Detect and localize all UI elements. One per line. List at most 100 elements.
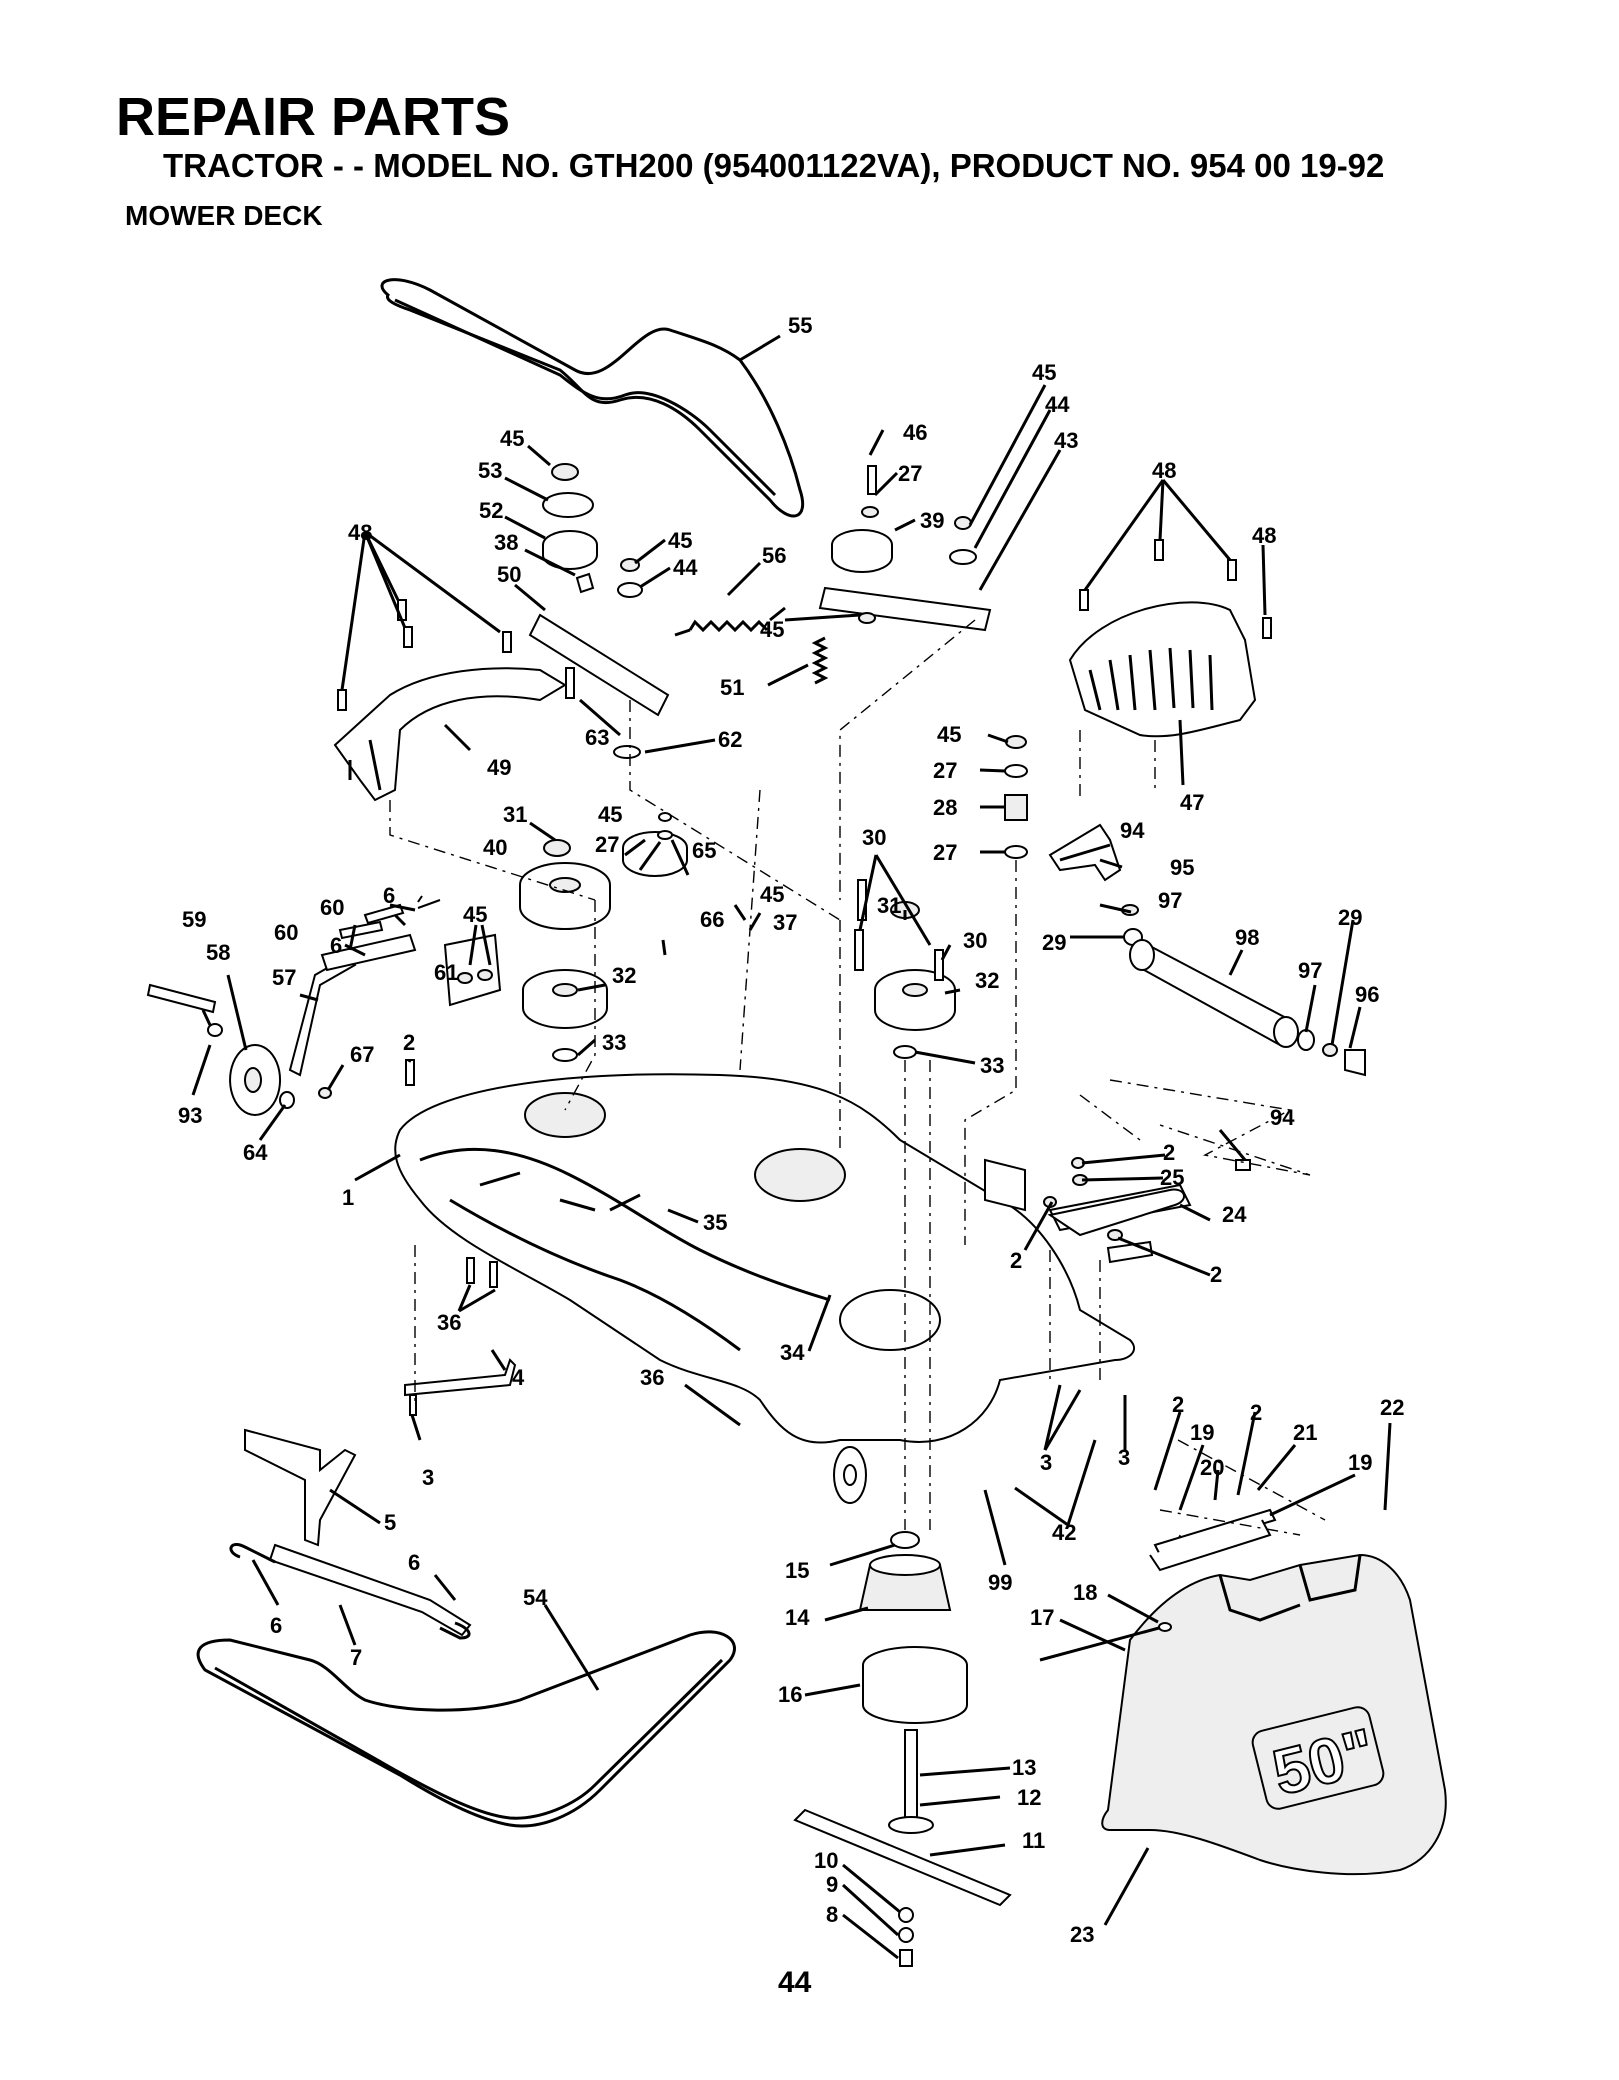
bracket-24 [1047,1188,1185,1237]
callout-45: 45 [1032,360,1056,385]
callout-93: 93 [178,1103,202,1128]
callout-97: 97 [1158,888,1182,913]
callout-7: 7 [350,1645,362,1670]
callout-27: 27 [933,758,957,783]
callout-36: 36 [437,1310,461,1335]
callout-35: 35 [703,1210,727,1235]
callout-61: 61 [434,960,458,985]
callout-60: 60 [274,920,298,945]
callout-3: 3 [422,1465,434,1490]
callout-45: 45 [463,902,487,927]
callout-64: 64 [243,1140,268,1165]
callout-15: 15 [785,1558,809,1583]
callout-98: 98 [1235,925,1259,950]
callout-67: 67 [350,1042,374,1067]
spacer-28 [1004,794,1028,821]
callout-44: 44 [1045,392,1070,417]
callout-50: 50 [497,562,521,587]
callout-54: 54 [523,1585,548,1610]
callout-2: 2 [1163,1140,1175,1165]
callout-2: 2 [1210,1262,1222,1287]
callout-29: 29 [1042,930,1066,955]
callout-31: 31 [877,893,901,918]
callout-31: 31 [503,802,527,827]
idler-arm-43 [818,586,992,632]
callout-16: 16 [778,1682,802,1707]
callout-45: 45 [760,882,784,907]
callout-5: 5 [384,1510,396,1535]
callout-65: 65 [692,838,716,863]
idler-arm-50 [528,613,670,717]
belt-guard-47 [1068,601,1257,738]
callout-1: 1 [342,1185,354,1210]
callout-24: 24 [1222,1202,1247,1227]
callout-49: 49 [487,755,511,780]
callout-2: 2 [1250,1400,1262,1425]
section-title: MOWER DECK [125,200,323,231]
callout-30: 30 [862,825,886,850]
callout-94: 94 [1270,1105,1295,1130]
callout-2: 2 [403,1030,415,1055]
callout-33: 33 [980,1053,1004,1078]
callout-99: 99 [988,1570,1012,1595]
callout-45: 45 [937,722,961,747]
callout-13: 13 [1012,1755,1036,1780]
rod-4 [404,1358,517,1397]
callout-94: 94 [1120,818,1145,843]
callout-2: 2 [1010,1248,1022,1273]
callout-59: 59 [182,907,206,932]
callout-96: 96 [1355,982,1379,1007]
callout-48: 48 [1252,523,1276,548]
callout-45: 45 [760,617,784,642]
rod-17 [1039,1623,1171,1662]
callout-22: 22 [1380,1395,1404,1420]
callout-38: 38 [494,530,518,555]
callout-21: 21 [1293,1420,1317,1445]
callout-17: 17 [1030,1605,1054,1630]
pulley-53 [542,492,594,518]
callout-43: 43 [1054,428,1078,453]
callout-60: 60 [320,895,344,920]
callout-6: 6 [270,1613,282,1638]
callout-2: 2 [1172,1392,1184,1417]
spring-56 [688,619,769,633]
callout-53: 53 [478,458,502,483]
callout-18: 18 [1073,1580,1097,1605]
washer-62 [613,745,641,759]
callout-4: 4 [512,1365,525,1390]
callout-63: 63 [585,725,609,750]
roller-98 [1133,943,1292,1047]
callout-labels: 55 45 44 43 46 27 39 48 48 48 45 53 52 3… [178,313,1404,1947]
callout-39: 39 [920,508,944,533]
callout-48: 48 [1152,458,1176,483]
model-line: TRACTOR - - MODEL NO. GTH200 (954001122V… [163,147,1385,184]
callout-6: 6 [330,933,342,958]
callout-57: 57 [272,965,296,990]
callout-45: 45 [668,528,692,553]
callout-66: 66 [700,907,724,932]
callout-97: 97 [1298,958,1322,983]
callout-9: 9 [826,1872,838,1897]
callout-48: 48 [348,520,372,545]
callout-3: 3 [1118,1445,1130,1470]
callout-32: 32 [612,963,636,988]
link-57 [288,953,357,1077]
callout-19: 19 [1348,1450,1372,1475]
callout-62: 62 [718,727,742,752]
callout-28: 28 [933,795,957,820]
callout-42: 42 [1052,1520,1076,1545]
discharge-chute-23 [1101,1553,1447,1876]
callout-52: 52 [479,498,503,523]
callout-25: 25 [1160,1165,1184,1190]
bracket-96 [1344,1049,1366,1077]
callout-27: 27 [898,461,922,486]
callout-51: 51 [720,675,744,700]
callout-12: 12 [1017,1785,1041,1810]
callout-34: 34 [780,1340,805,1365]
callout-36: 36 [640,1365,664,1390]
bracket-5 [244,1428,357,1547]
callout-23: 23 [1070,1922,1094,1947]
callout-14: 14 [785,1605,810,1630]
callout-45: 45 [500,426,524,451]
